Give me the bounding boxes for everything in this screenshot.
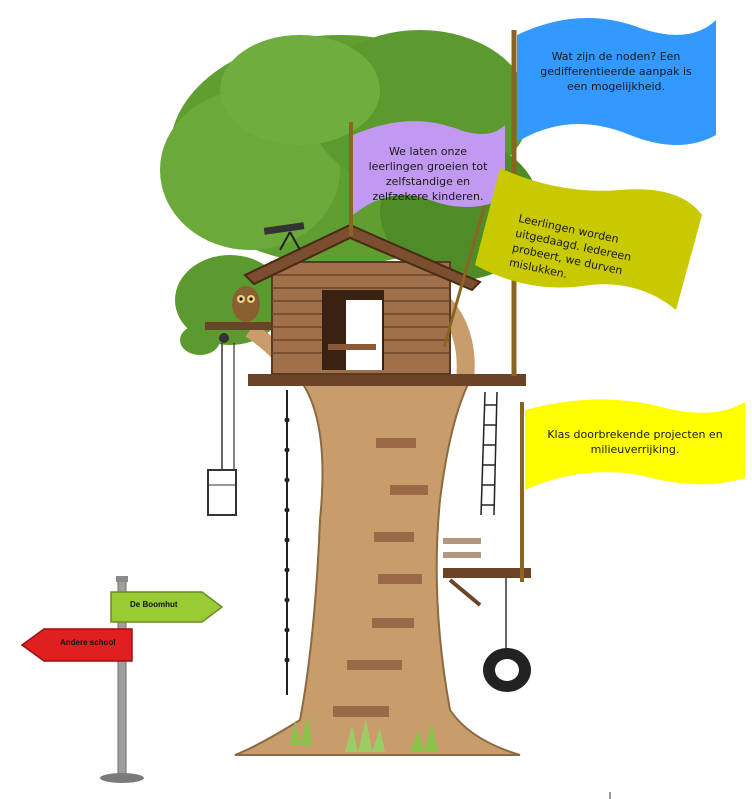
sign-red bbox=[20, 628, 133, 662]
flag-purple bbox=[353, 121, 505, 215]
signpost bbox=[20, 576, 224, 783]
flag-yellow bbox=[525, 399, 745, 490]
flag-blue-text: Wat zijn de noden? Een gedifferentieerde… bbox=[540, 50, 692, 93]
flag-pole-olive bbox=[442, 189, 491, 348]
flag-yellow-text: Klas doorbrekende projecten en milieuver… bbox=[547, 428, 723, 456]
pulley-bucket bbox=[207, 333, 237, 516]
knotted-rope bbox=[284, 390, 290, 695]
lower-platform bbox=[443, 538, 531, 607]
flag-olive bbox=[475, 168, 702, 310]
rope-ladder bbox=[480, 391, 498, 516]
telescope-icon bbox=[263, 222, 305, 251]
owl-icon bbox=[232, 286, 260, 322]
treehouse bbox=[243, 223, 482, 375]
sign-red-label: Andere school bbox=[60, 638, 116, 647]
sign-green bbox=[110, 591, 224, 623]
sign-green-label: De Boomhut bbox=[130, 600, 178, 609]
platform bbox=[248, 374, 526, 386]
tire-swing-icon bbox=[483, 578, 531, 692]
flag-blue bbox=[517, 18, 716, 145]
branch-beam bbox=[205, 322, 280, 330]
flag-purple-text: We laten onze leerlingen groeien tot zel… bbox=[368, 145, 488, 203]
